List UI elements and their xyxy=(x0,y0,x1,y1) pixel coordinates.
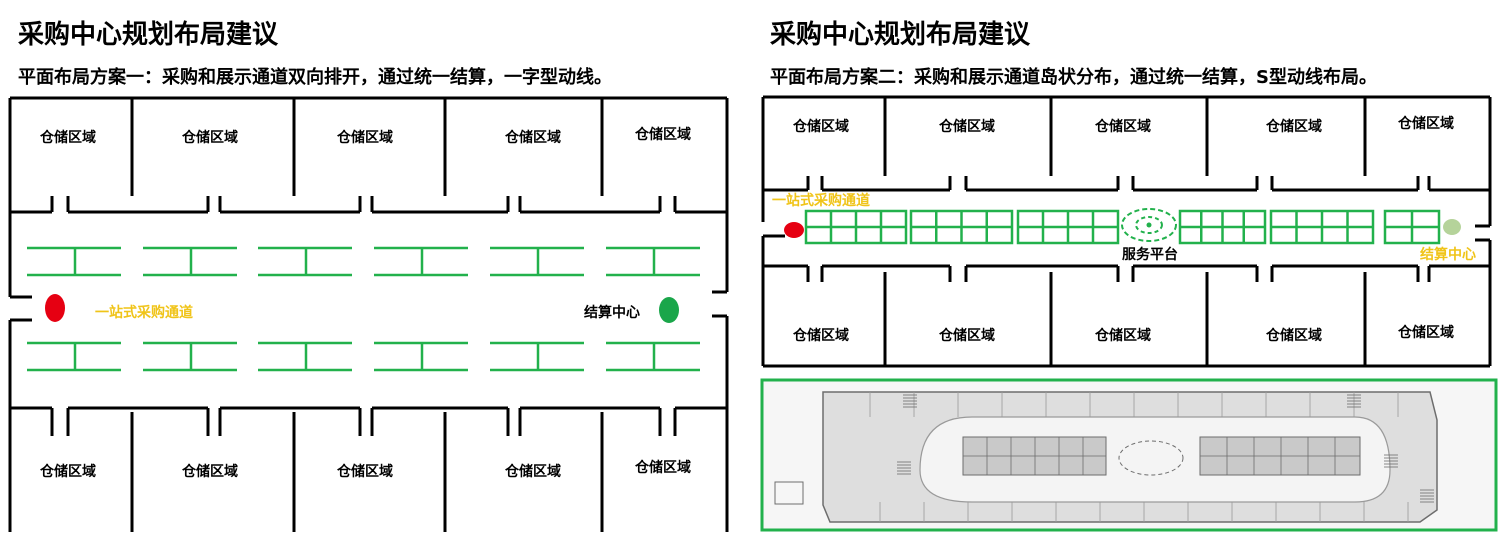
checkout-label: 结算中心 xyxy=(584,304,640,321)
site-floor-plan-image xyxy=(760,378,1498,532)
zone-label: 仓储区域 xyxy=(938,118,995,135)
entrance-label: 一站式采购通道 xyxy=(772,192,870,209)
zone-label: 仓储区域 xyxy=(504,129,561,146)
right-subtitle: 平面布局方案二：采购和展示通道岛状分布，通过统一结算，S型动线布局。 xyxy=(770,67,1377,88)
zone-label: 仓储区域 xyxy=(336,129,393,146)
zone-label: 仓储区域 xyxy=(634,126,691,143)
service-platform-inner xyxy=(1135,216,1163,234)
right-title: 采购中心规划布局建议 xyxy=(770,20,1031,50)
loading-dock xyxy=(774,481,804,505)
service-platform-outer xyxy=(1121,208,1177,242)
zone-label: 仓储区域 xyxy=(181,463,238,480)
zone-label: 仓储区域 xyxy=(1265,118,1322,135)
entrance-dot xyxy=(45,294,65,322)
left-title: 采购中心规划布局建议 xyxy=(18,20,279,50)
zone-label: 仓储区域 xyxy=(938,327,995,344)
checkout-label: 结算中心 xyxy=(1420,246,1476,263)
zone-label: 仓储区域 xyxy=(39,129,96,146)
zone-label: 仓储区域 xyxy=(792,118,849,135)
zone-label: 仓储区域 xyxy=(181,129,238,146)
entrance-dot xyxy=(784,222,804,238)
service-oval xyxy=(1118,440,1184,476)
service-label: 服务平台 xyxy=(1122,246,1178,263)
zone-label: 仓储区域 xyxy=(39,463,96,480)
zone-label: 仓储区域 xyxy=(634,459,691,476)
service-platform-center xyxy=(1146,222,1152,228)
checkout-dot xyxy=(1443,219,1461,235)
left-subtitle: 平面布局方案一：采购和展示通道双向排开，通过统一结算，一字型动线。 xyxy=(18,67,612,88)
zone-label: 仓储区域 xyxy=(1094,118,1151,135)
checkout-dot xyxy=(659,297,679,323)
zone-label: 仓储区域 xyxy=(1397,115,1454,132)
zone-label: 仓储区域 xyxy=(792,327,849,344)
zone-label: 仓储区域 xyxy=(1265,327,1322,344)
right-floor-plan: 仓储区域仓储区域仓储区域仓储区域仓储区域仓储区域仓储区域仓储区域仓储区域仓储区域… xyxy=(761,95,1492,368)
zone-label: 仓储区域 xyxy=(336,463,393,480)
zone-label: 仓储区域 xyxy=(1397,324,1454,341)
entrance-label: 一站式采购通道 xyxy=(95,304,193,321)
zone-label: 仓储区域 xyxy=(504,463,561,480)
zone-label: 仓储区域 xyxy=(1094,327,1151,344)
left-floor-plan: 仓储区域仓储区域仓储区域仓储区域仓储区域仓储区域仓储区域仓储区域仓储区域仓储区域… xyxy=(8,96,729,532)
